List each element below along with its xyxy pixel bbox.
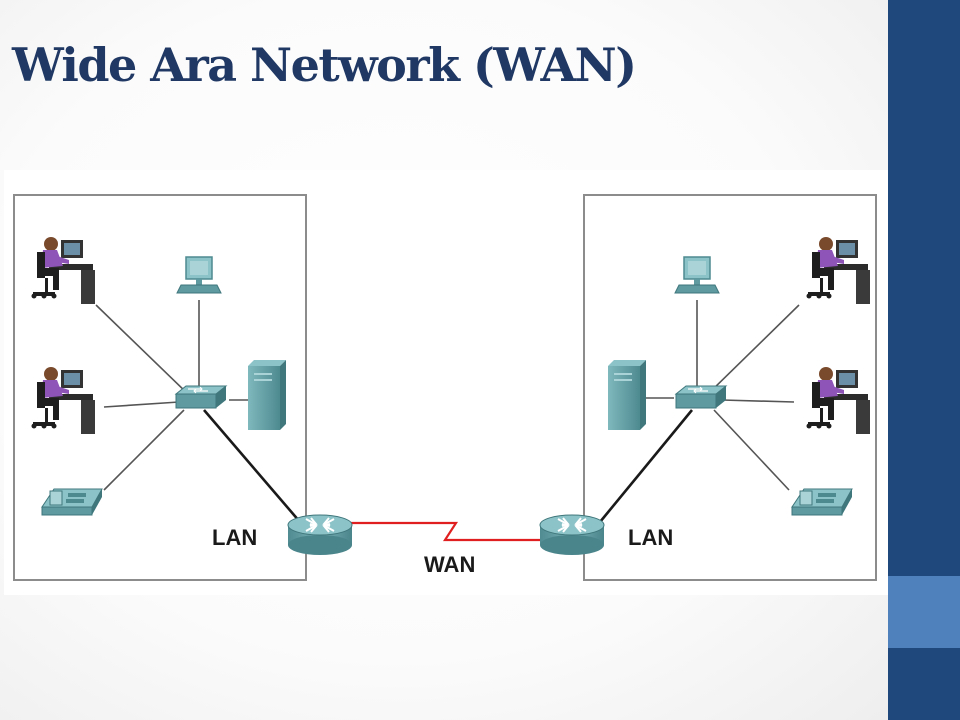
- left-lan-links: [95, 300, 252, 491]
- left-server-icon: [247, 359, 287, 431]
- left-switch-router-link: [203, 409, 301, 523]
- left-ip-phone-icon: [41, 488, 103, 516]
- left-router-icon: [287, 514, 353, 556]
- wan-diagram: LAN LAN WAN: [4, 170, 888, 595]
- right-ip-phone-icon: [791, 488, 853, 516]
- slide-title: Wide Ara Network (WAN): [12, 38, 637, 92]
- right-server-icon: [607, 359, 647, 431]
- slide-sidebar-accent: [888, 576, 960, 648]
- wan-label: WAN: [424, 552, 475, 577]
- left-switch-icon: [175, 385, 227, 409]
- right-switch-router-link: [598, 409, 694, 523]
- left-lan-label: LAN: [212, 525, 257, 550]
- wan-link: [346, 521, 552, 542]
- right-lan-label: LAN: [628, 525, 673, 550]
- right-lan-links: [644, 300, 800, 491]
- right-router-icon: [539, 514, 605, 556]
- right-switch-icon: [675, 385, 727, 409]
